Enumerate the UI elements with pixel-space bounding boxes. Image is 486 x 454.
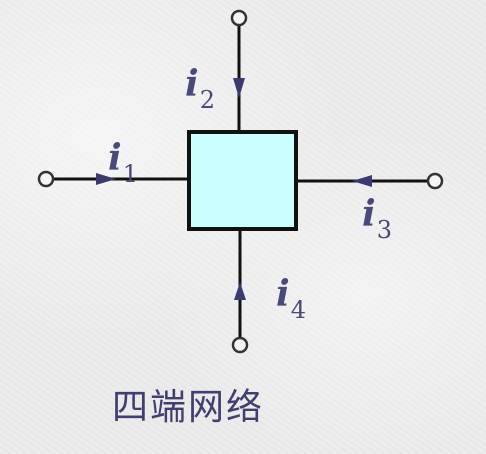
- arrow-i2: [233, 78, 245, 98]
- terminal-top: [230, 9, 248, 27]
- diagram-caption: 四端网络: [112, 387, 265, 428]
- current-label-i1: i1: [108, 137, 138, 186]
- current-label-i1-main: i: [108, 137, 122, 179]
- terminal-left: [37, 170, 55, 188]
- current-label-i4: i4: [276, 273, 306, 322]
- arrow-i1: [96, 173, 116, 185]
- network-box: [187, 130, 298, 231]
- current-label-i3: i3: [362, 193, 392, 242]
- current-label-i4-main: i: [276, 273, 290, 315]
- current-label-i3-sub: 3: [376, 216, 392, 244]
- arrow-i3: [352, 175, 372, 187]
- terminal-bottom: [231, 336, 249, 354]
- terminal-right: [426, 172, 444, 190]
- arrow-i4: [234, 282, 246, 300]
- current-label-i2-sub: 2: [199, 86, 215, 114]
- current-label-i3-main: i: [362, 193, 376, 235]
- current-label-i2: i2: [185, 63, 215, 112]
- current-label-i4-sub: 4: [290, 296, 306, 324]
- current-label-i2-main: i: [185, 63, 199, 105]
- current-label-i1-sub: 1: [122, 160, 138, 188]
